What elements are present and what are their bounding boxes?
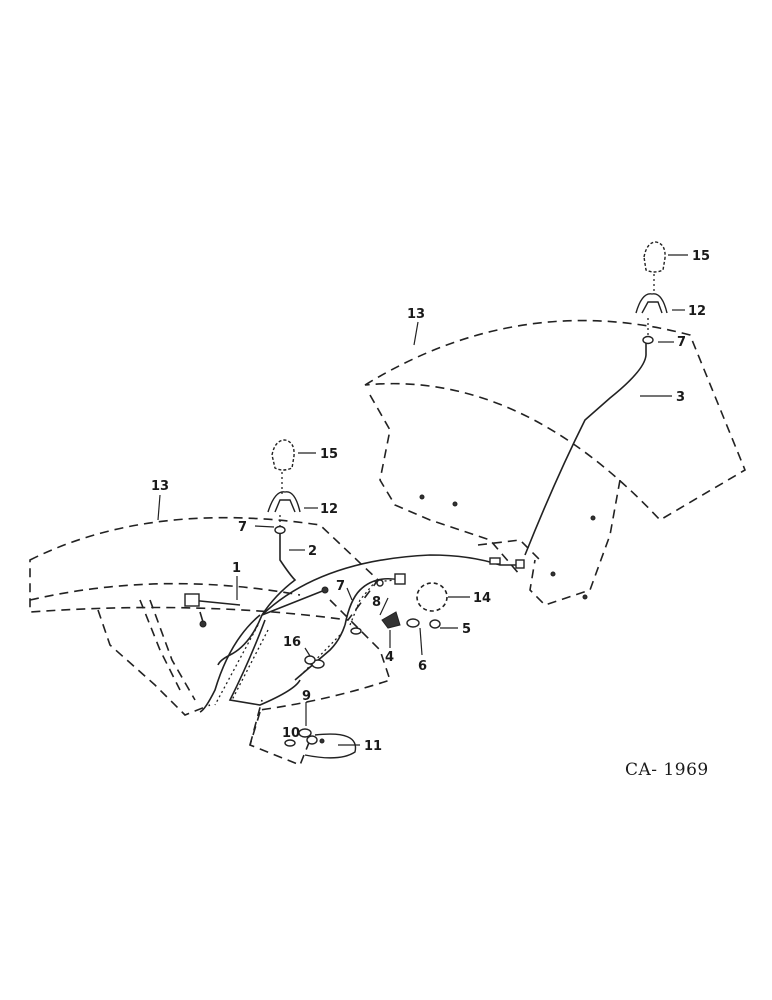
callout-6: 6 — [418, 659, 427, 674]
right-fender — [364, 319, 747, 606]
callout-9: 9 — [302, 689, 311, 704]
connector-harness — [294, 573, 406, 681]
callout-15-left: 15 — [320, 447, 338, 462]
part-5-grommet — [429, 619, 441, 629]
callout-8: 8 — [372, 595, 381, 610]
callout-15-right: 15 — [692, 249, 710, 264]
right-lamp-wire — [261, 340, 647, 616]
callout-12-left: 12 — [320, 502, 338, 517]
callout-2: 2 — [308, 544, 317, 559]
right-lamp-assembly — [635, 241, 668, 345]
callout-7-middle: 7 — [336, 579, 345, 594]
callout-1: 1 — [232, 561, 241, 576]
left-fender — [29, 516, 392, 716]
callout-10: 10 — [282, 726, 300, 741]
callout-7-right: 7 — [677, 335, 686, 350]
callout-12-right: 12 — [688, 304, 706, 319]
callout-14: 14 — [473, 591, 491, 606]
callout-4: 4 — [385, 650, 394, 665]
figure-id: CA- 1969 — [625, 760, 709, 780]
left-lamp-assembly — [267, 439, 301, 535]
main-wiring-harness — [184, 586, 329, 713]
part-6-washer — [406, 618, 420, 628]
callout-labels: 1 2 3 4 5 6 7 7 7 8 9 10 11 12 12 13 13 … — [151, 249, 710, 754]
switch-assembly — [284, 728, 357, 759]
callout-11: 11 — [364, 739, 382, 754]
callout-7-left: 7 — [238, 520, 247, 535]
left-lamp-wire — [261, 530, 297, 616]
switch-panel-area — [249, 699, 311, 767]
callout-16: 16 — [283, 635, 301, 650]
callout-3: 3 — [676, 390, 685, 405]
part-4-bracket — [381, 611, 401, 629]
callout-5: 5 — [462, 622, 471, 637]
callout-13-left: 13 — [151, 479, 169, 494]
leader-lines — [157, 254, 688, 746]
callout-13-right: 13 — [407, 307, 425, 322]
part-14-lamp — [416, 582, 448, 612]
